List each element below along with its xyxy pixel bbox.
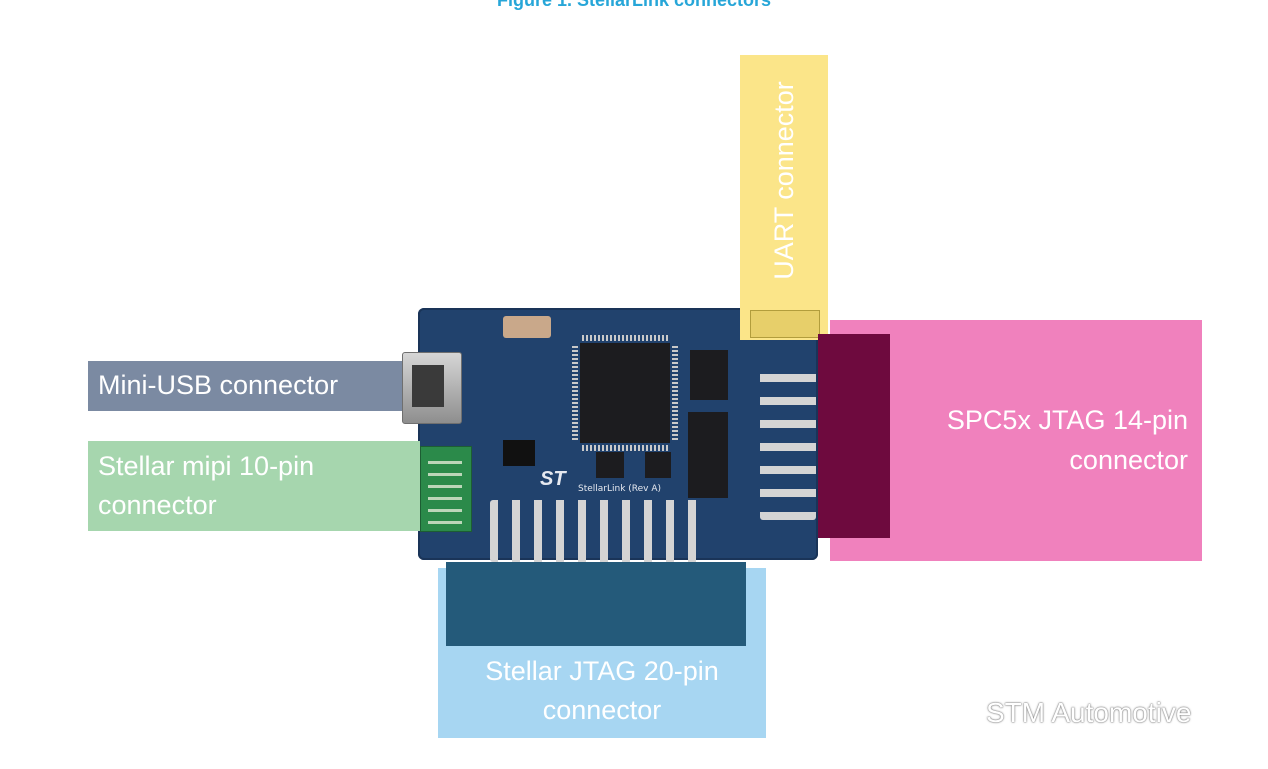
mcu-chip xyxy=(580,343,670,443)
figure-title: Figure 1. StellarLink connectors xyxy=(496,0,772,10)
wechat-icon xyxy=(937,698,978,727)
stellar-jtag-text-line1: Stellar JTAG 20-pin xyxy=(485,655,719,686)
uart-header xyxy=(750,310,820,338)
spc5x-jtag-14-pin-pins xyxy=(760,360,816,520)
mipi-10-pin-pins xyxy=(428,452,462,524)
jumper-jp1 xyxy=(503,440,535,466)
spc5x-jtag-14-pin-housing xyxy=(818,334,890,538)
ic-u9 xyxy=(645,452,671,478)
mini-usb-connector-text: Mini-USB connector xyxy=(98,370,339,401)
ic-u6 xyxy=(688,412,728,498)
uart-connector-label xyxy=(740,55,828,340)
mipi-connector-text-line1: Stellar mipi 10-pin xyxy=(98,450,315,481)
mcu-pins-right xyxy=(672,346,678,440)
uart-connector-text: UART connector xyxy=(768,80,799,280)
spc5x-jtag-text-line2: connector xyxy=(1069,444,1188,475)
mipi-connector-label: Stellar mipi 10-pin connector xyxy=(88,441,420,531)
st-logo: ST xyxy=(540,468,566,490)
mipi-connector-text-line2: connector xyxy=(98,490,217,520)
board-name: StellarLink (Rev A) xyxy=(578,484,662,494)
stellar-jtag-20-pin-housing xyxy=(446,562,746,646)
crystal-oscillator xyxy=(503,316,551,338)
stellar-jtag-20-pin-pins xyxy=(490,500,708,562)
spc5x-jtag-connector-label: SPC5x JTAG 14-pin connector xyxy=(830,320,1202,561)
ic-u4 xyxy=(690,350,728,400)
mini-usb-connector-label: Mini-USB connector xyxy=(88,361,408,411)
mcu-pins-top xyxy=(582,335,668,341)
mcu-pins-left xyxy=(572,346,578,440)
uart-connector-text-wrapper: UART connector xyxy=(740,55,828,305)
watermark-text: STM Automotive xyxy=(986,697,1192,728)
mini-usb-port-opening xyxy=(412,365,444,407)
watermark: STM Automotive xyxy=(936,697,1191,729)
mcu-pins-bottom xyxy=(582,445,668,451)
spc5x-jtag-text-line1: SPC5x JTAG 14-pin xyxy=(946,405,1188,436)
stellar-jtag-text-line2: connector xyxy=(542,694,662,725)
ic-u8 xyxy=(596,452,624,478)
